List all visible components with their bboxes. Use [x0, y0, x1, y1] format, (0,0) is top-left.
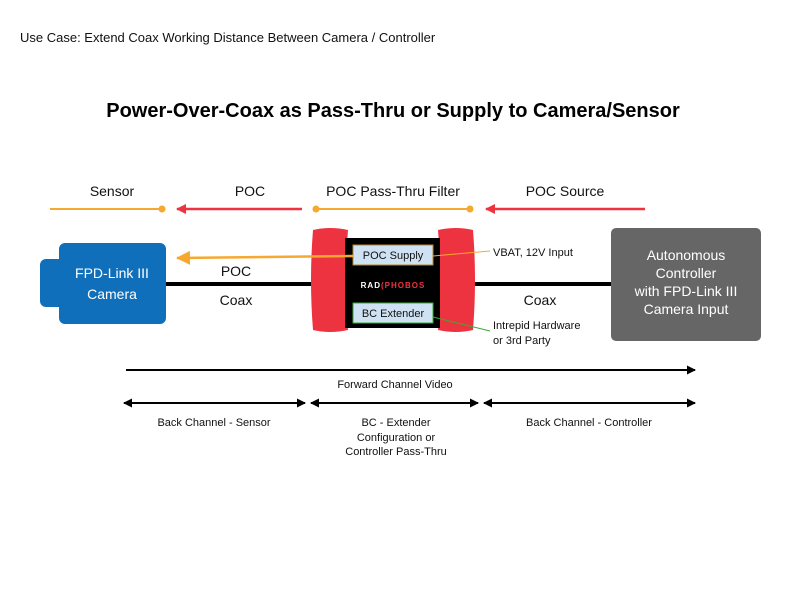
- poc-source-label: POC Source: [526, 183, 605, 199]
- controller-line3: with FPD-Link III: [634, 283, 738, 299]
- forward-channel-label: Forward Channel Video: [337, 379, 452, 391]
- intrepid-leader: [432, 316, 491, 332]
- controller-line4: Camera Input: [644, 301, 729, 317]
- poc-supply-arrow: [176, 250, 354, 265]
- back-channel-sensor-label: Back Channel - Sensor: [157, 417, 270, 429]
- vbat-leader: [432, 250, 491, 257]
- intrepid-label-1: Intrepid Hardware: [493, 320, 580, 332]
- controller-line2: Controller: [656, 265, 717, 281]
- cable-coax-right-label: Coax: [524, 292, 557, 308]
- camera-line2: Camera: [87, 286, 137, 302]
- camera-line1: FPD-Link III: [75, 265, 149, 281]
- cable-poc-label: POC: [221, 263, 251, 279]
- bc-label-3: Controller Pass-Thru: [345, 446, 446, 458]
- poc-supply-label: POC Supply: [363, 250, 424, 262]
- cable-coax-left-label: Coax: [220, 292, 253, 308]
- bc-extender-label: BC Extender: [362, 308, 425, 320]
- controller-block: Autonomous Controller with FPD-Link III …: [611, 228, 761, 341]
- sensor-label: Sensor: [90, 183, 135, 199]
- bc-label-2: Configuration or: [357, 432, 436, 444]
- back-channel-controller-label: Back Channel - Controller: [526, 417, 652, 429]
- poc-label: POC: [235, 183, 265, 199]
- use-case-label: Use Case: Extend Coax Working Distance B…: [20, 30, 436, 45]
- controller-line1: Autonomous: [647, 247, 726, 263]
- page-title: Power-Over-Coax as Pass-Thru or Supply t…: [106, 100, 680, 122]
- bc-extender-box: [352, 302, 434, 324]
- poc-supply-box: [352, 244, 434, 266]
- pass-thru-label: POC Pass-Thru Filter: [326, 183, 460, 199]
- radphobos-logo: RAD(PHOBOS: [361, 281, 426, 290]
- vbat-label: VBAT, 12V Input: [493, 247, 573, 259]
- intrepid-label-2: or 3rd Party: [493, 335, 551, 347]
- bc-label-1: BC - Extender: [361, 417, 430, 429]
- top-segment-lines: [50, 204, 645, 214]
- radphobos-device: POC Supply RAD(PHOBOS BC Extender: [311, 228, 475, 332]
- camera-block: FPD-Link III Camera: [40, 243, 166, 324]
